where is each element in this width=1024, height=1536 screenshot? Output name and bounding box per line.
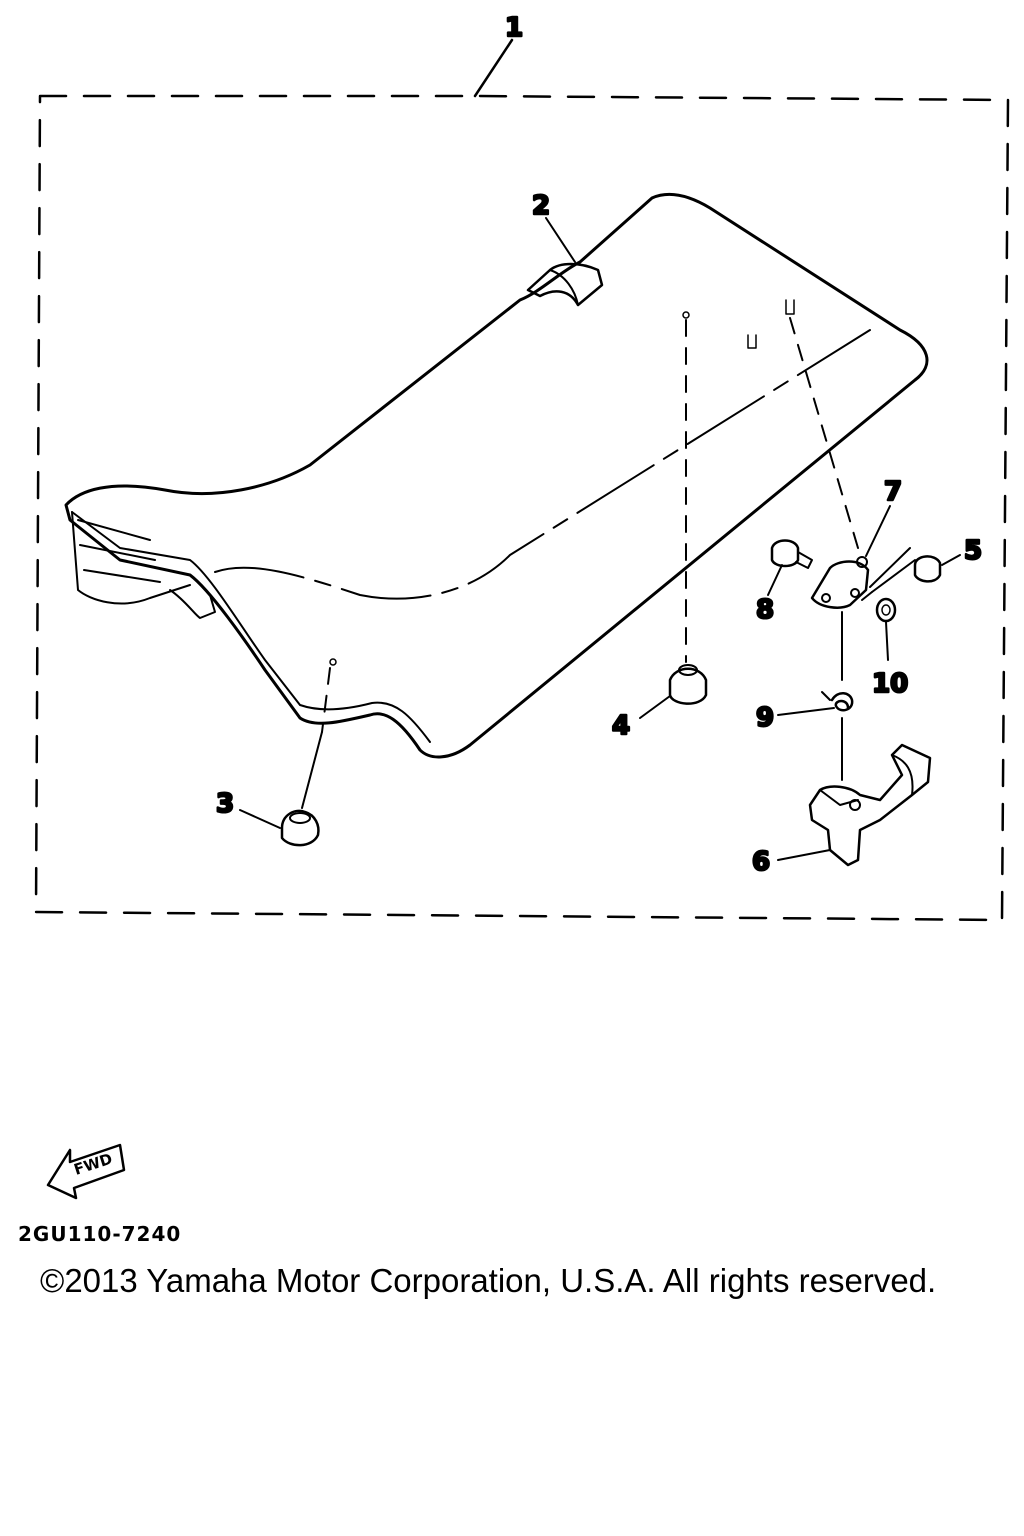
- assembly-boundary: [34, 94, 1010, 922]
- part-5-nut: [861, 554, 961, 601]
- seat: [64, 192, 929, 759]
- fwd-arrow-icon: FWD: [46, 1143, 126, 1200]
- leader-1: [473, 38, 514, 98]
- part-7-bracket: [810, 505, 911, 609]
- callout-5: 5: [964, 536, 982, 566]
- part-code: 2GU110-7240: [18, 1222, 182, 1246]
- callout-2: 2: [532, 191, 550, 221]
- callout-6: 6: [752, 847, 770, 877]
- callout-8: 8: [756, 595, 774, 625]
- part-3-damper: [239, 809, 320, 847]
- part-10-washer: [875, 597, 897, 661]
- callout-3: 3: [216, 789, 234, 819]
- callout-1: 1: [505, 13, 523, 43]
- part-8-bolt: [767, 539, 813, 596]
- callout-10: 10: [872, 669, 908, 699]
- callout-7: 7: [884, 477, 902, 507]
- part-9-spring: [777, 691, 854, 716]
- part-6-lock-lever: [777, 743, 932, 867]
- callout-9: 9: [756, 703, 774, 733]
- part-2-strap: [526, 217, 604, 307]
- callout-4: 4: [612, 711, 630, 741]
- copyright-notice: ©2013 Yamaha Motor Corporation, U.S.A. A…: [40, 1262, 937, 1299]
- part-4-damper: [639, 664, 708, 719]
